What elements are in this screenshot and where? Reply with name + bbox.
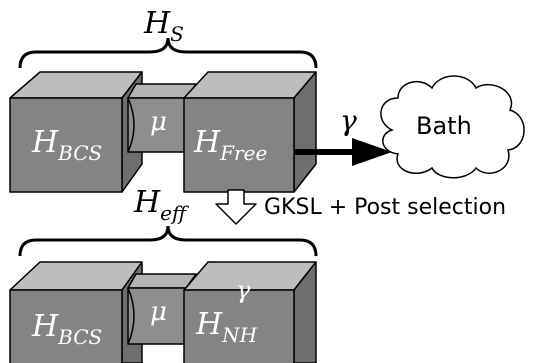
down-arrow-icon: [215, 189, 257, 225]
top-free-block: [183, 71, 317, 193]
bottom-nh-param: γ: [236, 276, 251, 304]
bottom-nh-label: HNH: [195, 307, 258, 347]
top-coupling-label: μ: [150, 107, 167, 137]
effective-label: Heff: [133, 185, 190, 225]
top-brace: [18, 37, 318, 69]
top-bcs-label: HBCS: [31, 125, 102, 165]
bath-cloud: [380, 75, 525, 179]
bath-label: Bath: [416, 112, 472, 140]
top-bcs-block: [9, 71, 143, 193]
bottom-coupling-connector: [127, 273, 197, 345]
top-coupling-connector: [127, 83, 197, 153]
bath-coupling-label: γ: [340, 104, 357, 137]
bottom-brace: [18, 225, 318, 257]
bottom-coupling-label: μ: [150, 297, 167, 327]
top-system-label: HS: [143, 6, 184, 46]
bottom-bcs-label: HBCS: [31, 309, 102, 349]
bath-arrow-head: [352, 138, 392, 166]
method-label: GKSL + Post selection: [264, 195, 506, 220]
bottom-nh-block: [183, 261, 317, 363]
top-free-label: HFree: [193, 125, 267, 165]
